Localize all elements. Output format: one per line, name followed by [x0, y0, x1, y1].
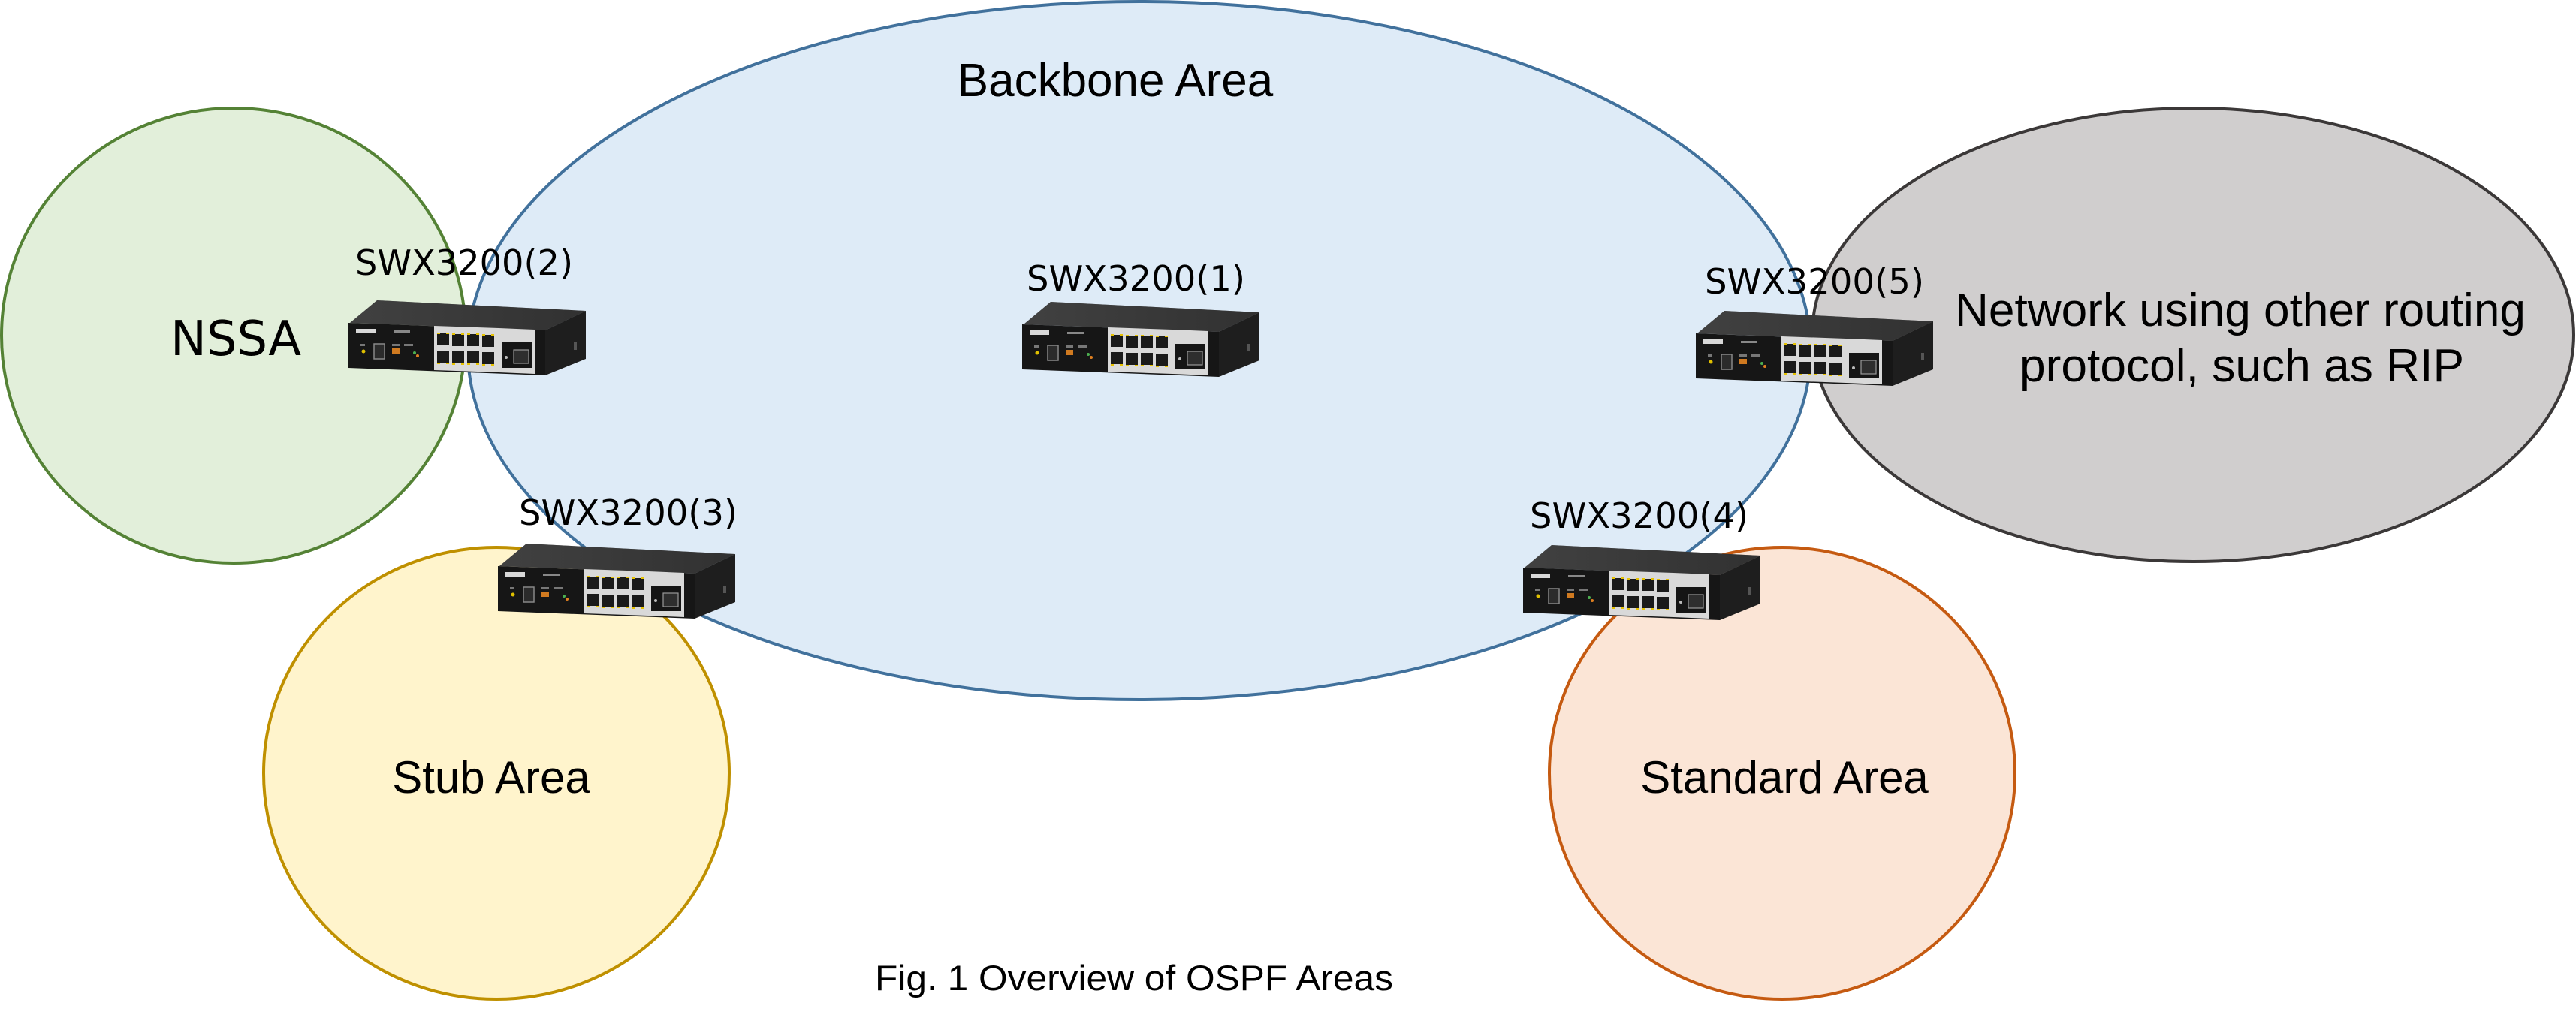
other-network-label-line2: protocol, such as RIP [2019, 340, 2464, 392]
switch-sw1: SWX3200(1) [1021, 258, 1260, 378]
nssa-label: NSSA [170, 312, 301, 367]
stub-area-region [262, 546, 731, 1001]
figure-caption: Fig. 1 Overview of OSPF Areas [875, 958, 1393, 998]
switch-label: SWX3200(2) [355, 242, 573, 283]
switch-sw4: SWX3200(4) [1522, 495, 1761, 621]
backbone-area-label: Backbone Area [958, 55, 1274, 107]
network-switch-icon [1021, 301, 1260, 378]
switch-sw5: SWX3200(5) [1695, 261, 1934, 387]
network-switch-icon [1695, 310, 1934, 387]
standard-area-label: Standard Area [1640, 752, 1929, 803]
switch-label: SWX3200(5) [1705, 261, 1924, 302]
switch-label: SWX3200(1) [1027, 258, 1245, 299]
switch-sw2: SWX3200(2) [348, 242, 587, 376]
network-switch-icon [348, 300, 587, 376]
standard-area-region [1548, 546, 2016, 1001]
network-switch-icon [1522, 544, 1761, 621]
network-switch-icon [497, 543, 736, 619]
other-network-label-line1: Network using other routing [1955, 285, 2526, 336]
stub-area-label: Stub Area [392, 752, 590, 803]
switch-sw3: SWX3200(3) [497, 492, 738, 619]
switch-label: SWX3200(3) [519, 492, 738, 533]
switch-label: SWX3200(4) [1530, 495, 1748, 536]
